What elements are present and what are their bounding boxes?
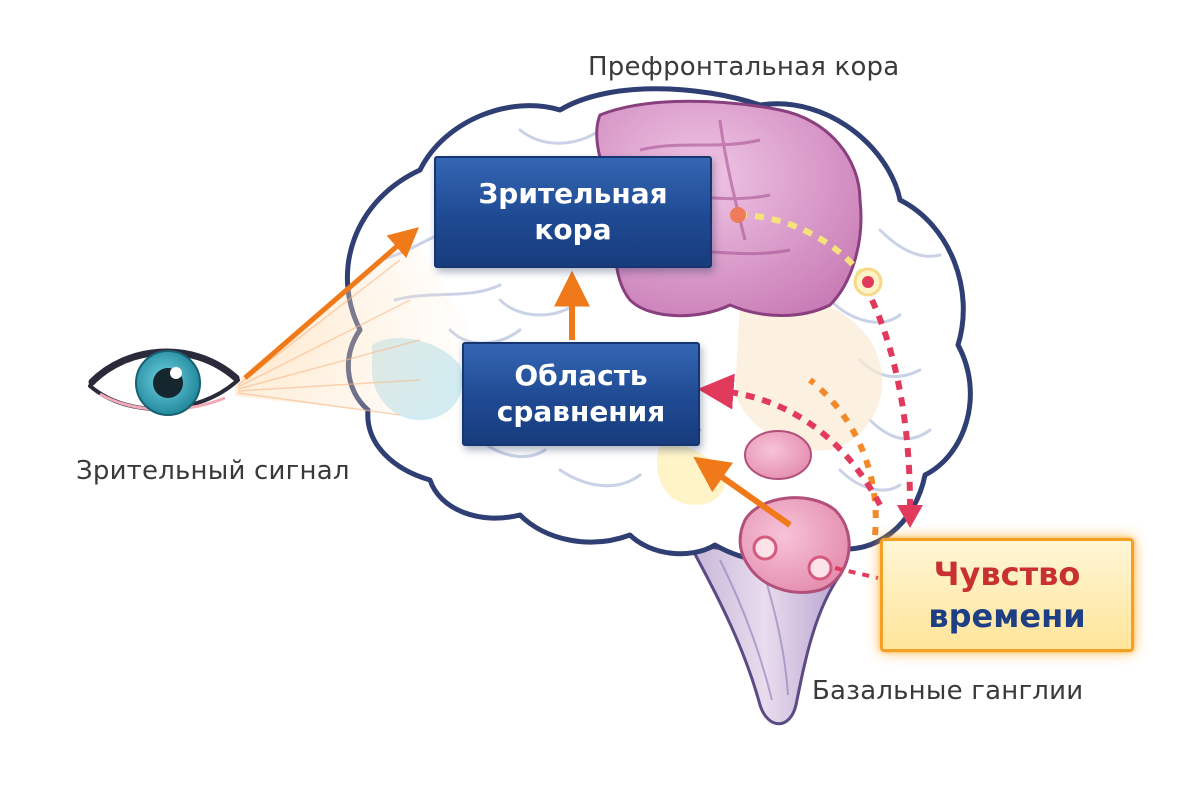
time-sense-line2: времени [928,595,1085,637]
eye-icon [90,351,238,415]
comparison-area-line2: сравнения [497,394,666,430]
prefrontal-outer-node-core [862,276,874,288]
label-visual-signal: Зрительный сигнал [76,456,350,486]
ganglia-node-1 [754,537,776,559]
time-sense-line1: Чувство [934,553,1081,595]
time-sense-box: Чувство времени [880,538,1134,652]
prefrontal-node [730,207,746,223]
label-prefrontal-cortex: Префронтальная кора [588,52,899,82]
comparison-area-box: Область сравнения [462,342,700,446]
visual-cortex-line1: Зрительная [478,176,667,212]
visual-cortex-box: Зрительная кора [434,156,712,268]
visual-cortex-line2: кора [534,212,611,248]
label-basal-ganglia: Базальные ганглии [812,676,1083,706]
ganglia-upper [745,431,811,479]
comparison-area-line1: Область [514,358,647,394]
ganglia-node-2 [809,557,831,579]
